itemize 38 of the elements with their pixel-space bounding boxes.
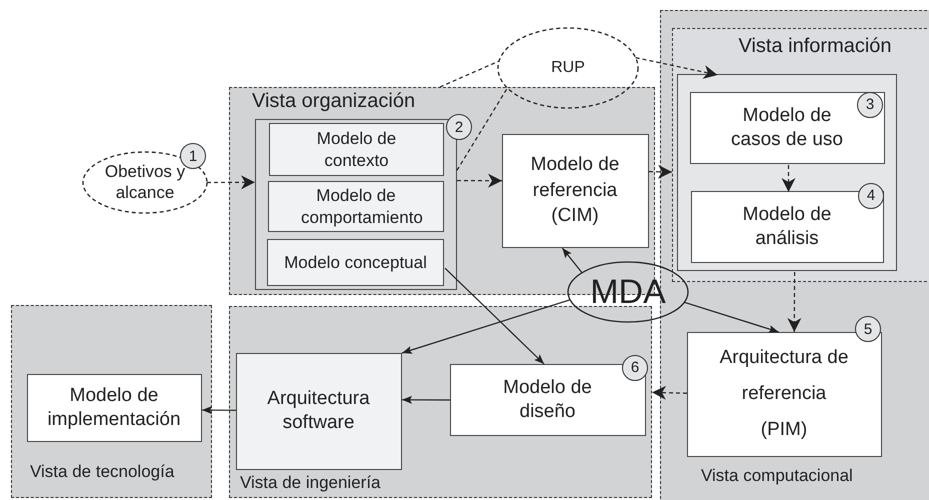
arrow	[562, 248, 582, 274]
model-box: Modelo de comportamiento	[268, 181, 444, 232]
dashed-region	[672, 28, 929, 282]
arrow	[202, 406, 236, 414]
model-box: Modelo conceptual	[267, 239, 444, 286]
number-badge: 3	[857, 92, 883, 118]
model-box: Modelo de referencia (CIM)	[502, 134, 648, 248]
region-title: Vista de ingeniería	[240, 473, 381, 493]
dashed-arrow	[207, 175, 255, 190]
region-title: Vista computacional	[701, 466, 853, 486]
dashed-arrow	[652, 386, 688, 400]
arrow	[402, 396, 450, 404]
ellipse: MDA	[568, 262, 688, 322]
dashed-arrow	[636, 57, 718, 79]
arrow	[444, 268, 544, 364]
group-box	[254, 118, 456, 290]
region-title: Vista de tecnología	[30, 462, 174, 482]
dashed-arrow	[782, 165, 796, 192]
model-box: Modelo de contexto	[269, 123, 444, 176]
dashed-arrow	[787, 272, 802, 332]
arrow	[402, 299, 570, 354]
number-badge: 1	[180, 143, 206, 169]
model-box: Modelo de casos de uso 3	[690, 92, 884, 164]
dashed-arrow	[457, 174, 502, 188]
group-box	[677, 74, 897, 271]
number-badge: 4	[858, 183, 884, 209]
dashed-line	[440, 60, 500, 88]
dashed-region	[229, 306, 652, 498]
dashed-ellipse: RUP	[498, 28, 638, 108]
arrow	[684, 302, 779, 333]
region-title: Vista información	[738, 34, 892, 58]
dashed-region	[11, 305, 212, 498]
dashed-arrow	[648, 164, 672, 179]
region-title: Vista organización	[252, 90, 416, 113]
model-box: Modelo de implementación	[26, 374, 202, 442]
number-badge: 6	[622, 355, 648, 381]
model-box: Arquitectura software	[236, 352, 402, 470]
dashed-line	[456, 88, 508, 171]
